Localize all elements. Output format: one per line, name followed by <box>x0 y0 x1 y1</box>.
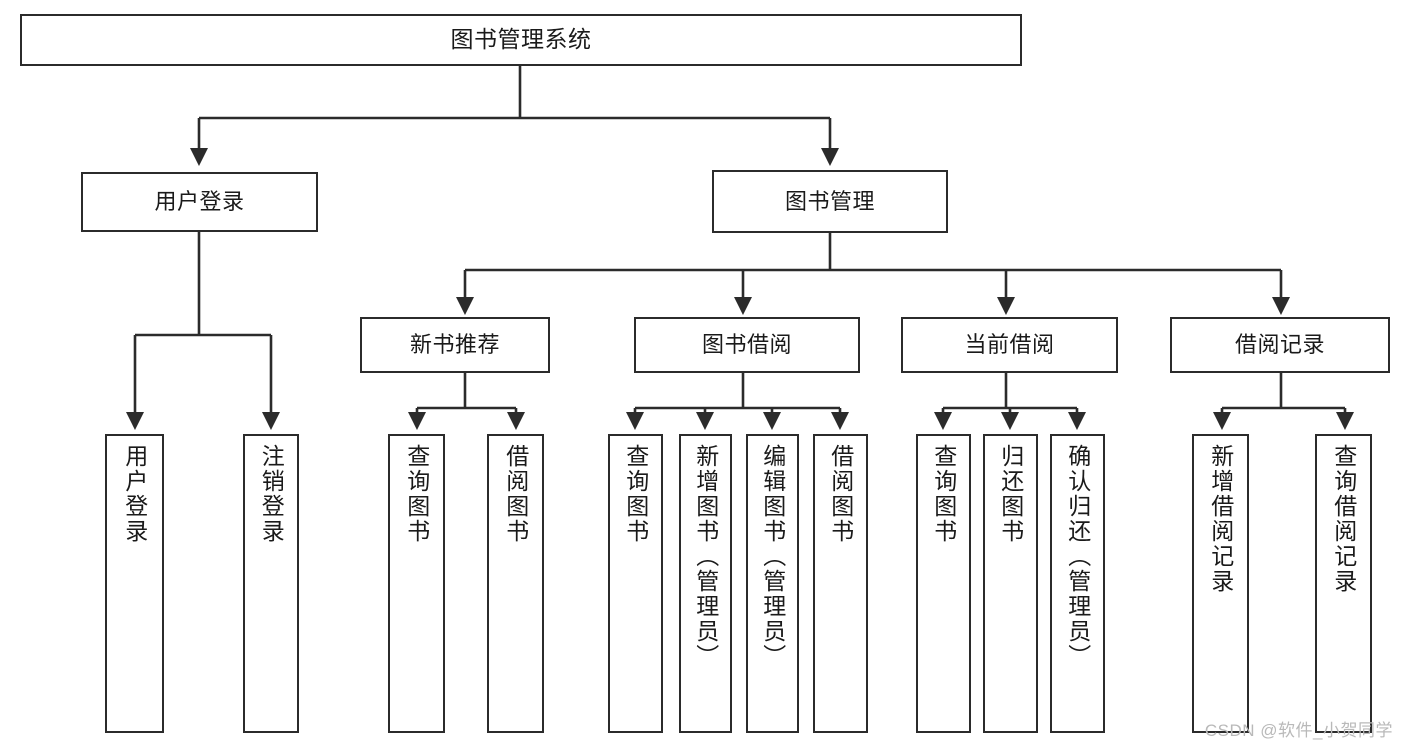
node-leaf-edit-book-label: 编辑图书（管理员） <box>759 444 786 669</box>
node-leaf-query-book-3-label: 查询图书 <box>930 444 957 544</box>
node-leaf-borrow-book-1[interactable]: 借阅图书 <box>487 434 544 733</box>
node-leaf-edit-book[interactable]: 编辑图书（管理员） <box>746 434 799 733</box>
node-current-borrow[interactable]: 当前借阅 <box>901 317 1118 373</box>
node-book-borrow-label: 图书借阅 <box>701 332 792 358</box>
node-leaf-borrow-book-2-label: 借阅图书 <box>827 444 854 544</box>
node-book-manage-label: 图书管理 <box>784 188 875 214</box>
node-leaf-return-book[interactable]: 归还图书 <box>983 434 1038 733</box>
node-leaf-borrow-book-1-label: 借阅图书 <box>502 444 529 544</box>
node-leaf-add-book[interactable]: 新增图书（管理员） <box>679 434 732 733</box>
node-book-manage[interactable]: 图书管理 <box>712 170 948 233</box>
node-leaf-confirm-return-label: 确认归还（管理员） <box>1064 444 1091 669</box>
node-leaf-query-book-2[interactable]: 查询图书 <box>608 434 663 733</box>
watermark-text: CSDN @软件_小贺同学 <box>1204 721 1393 740</box>
node-leaf-query-book-1[interactable]: 查询图书 <box>388 434 445 733</box>
node-leaf-query-book-3[interactable]: 查询图书 <box>916 434 971 733</box>
node-leaf-query-book-2-label: 查询图书 <box>622 444 649 544</box>
node-current-borrow-label: 当前借阅 <box>964 332 1055 358</box>
node-user-login[interactable]: 用户登录 <box>81 172 318 232</box>
node-root[interactable]: 图书管理系统 <box>20 14 1022 66</box>
node-leaf-query-book-1-label: 查询图书 <box>403 444 430 544</box>
node-leaf-return-book-label: 归还图书 <box>997 444 1024 544</box>
node-leaf-query-record[interactable]: 查询借阅记录 <box>1315 434 1372 733</box>
node-leaf-query-record-label: 查询借阅记录 <box>1330 444 1357 594</box>
node-leaf-user-login-label: 用户登录 <box>121 444 148 544</box>
node-new-book-recommend-label: 新书推荐 <box>409 332 500 358</box>
node-leaf-logout[interactable]: 注销登录 <box>243 434 299 733</box>
node-leaf-confirm-return[interactable]: 确认归还（管理员） <box>1050 434 1105 733</box>
node-leaf-add-record[interactable]: 新增借阅记录 <box>1192 434 1249 733</box>
node-leaf-borrow-book-2[interactable]: 借阅图书 <box>813 434 868 733</box>
node-leaf-user-login[interactable]: 用户登录 <box>105 434 164 733</box>
node-leaf-logout-label: 注销登录 <box>258 444 285 544</box>
node-leaf-add-book-label: 新增图书（管理员） <box>692 444 719 669</box>
node-leaf-add-record-label: 新增借阅记录 <box>1207 444 1234 594</box>
node-new-book-recommend[interactable]: 新书推荐 <box>360 317 550 373</box>
node-book-borrow[interactable]: 图书借阅 <box>634 317 860 373</box>
node-user-login-label: 用户登录 <box>154 189 245 215</box>
node-borrow-record-label: 借阅记录 <box>1234 332 1325 358</box>
node-borrow-record[interactable]: 借阅记录 <box>1170 317 1390 373</box>
node-root-label: 图书管理系统 <box>450 26 592 53</box>
